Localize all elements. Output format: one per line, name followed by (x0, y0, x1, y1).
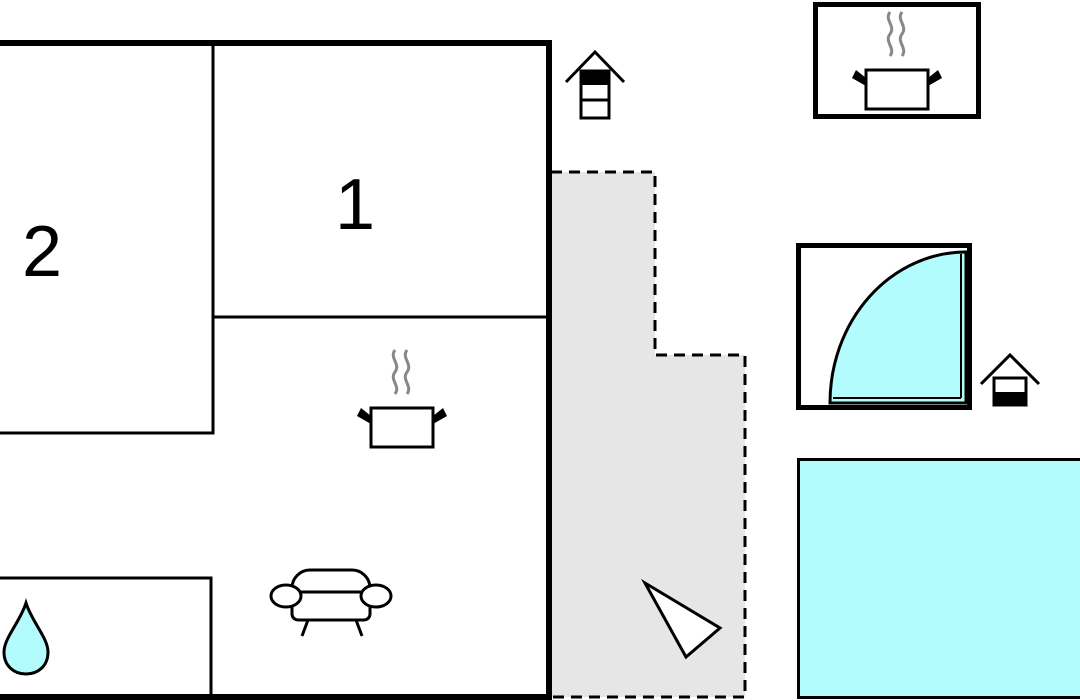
compass-arrow-icon (640, 578, 723, 660)
house-icon-small (979, 352, 1041, 407)
terrace-area (551, 172, 745, 697)
room-label-1: 1 (335, 165, 375, 245)
swimming-pool-icon (797, 458, 1080, 699)
sofa-icon (269, 568, 393, 637)
hot-tub-icon (828, 250, 968, 405)
house-walls (0, 40, 552, 700)
house-outer-wall (0, 40, 552, 700)
house-icon (564, 49, 626, 120)
bathroom-wall (0, 576, 213, 697)
room-label-2: 2 (22, 212, 62, 292)
terrace-dashed-outline (551, 170, 747, 699)
cooking-pot-icon-kitchen (357, 349, 447, 449)
bedroom-2-wall (0, 43, 215, 435)
cooking-pot-icon (852, 11, 942, 111)
water-drop-icon (2, 598, 50, 676)
